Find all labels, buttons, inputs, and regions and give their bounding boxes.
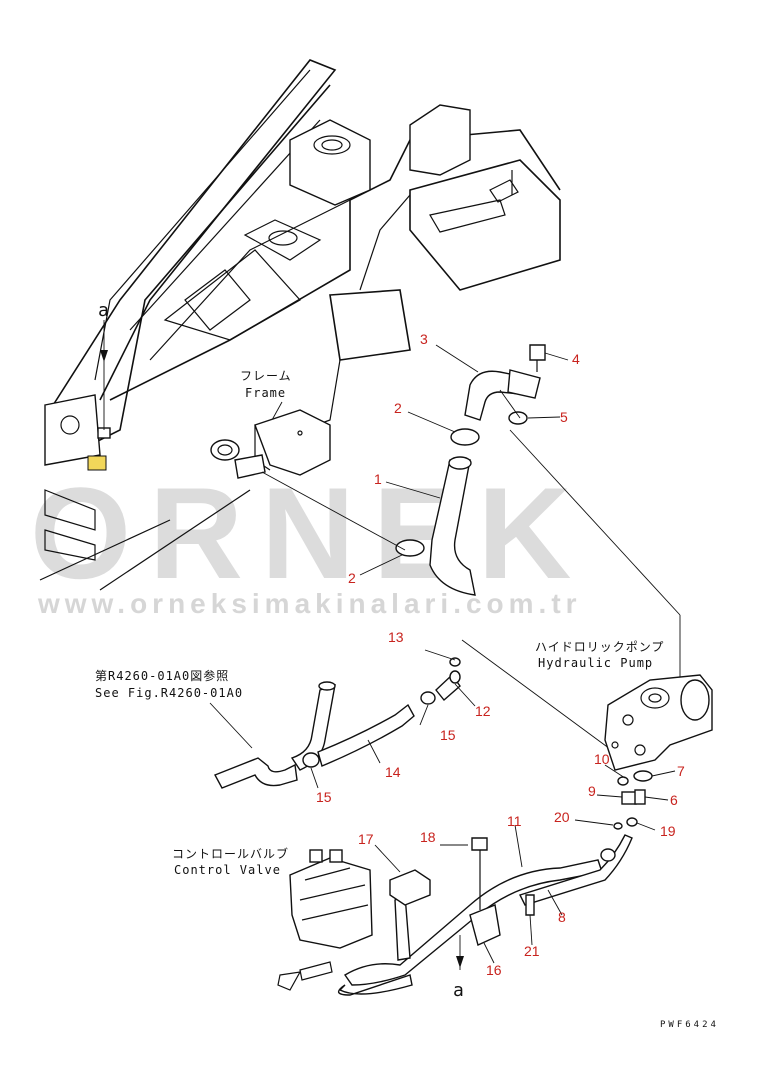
callout-1: 1 <box>374 471 382 487</box>
callout-14: 14 <box>385 764 401 780</box>
watermark-url: www.orneksimakinalari.com.tr <box>37 588 582 619</box>
frame-label: フレーム Frame <box>240 369 292 421</box>
callout-16: 16 <box>486 962 502 978</box>
callout-15-left: 15 <box>316 789 332 805</box>
valve-label-jp: コントロールバルブ <box>172 846 289 861</box>
hose-bracket <box>210 409 331 479</box>
callout-17: 17 <box>358 831 374 847</box>
callout-20: 20 <box>554 809 570 825</box>
pipe-3-assembly <box>464 344 546 425</box>
hose-clamps <box>389 837 535 946</box>
callout-numbers: 3 4 2 5 1 2 13 12 15 14 15 10 7 9 6 20 1… <box>316 331 685 978</box>
callout-2-lower: 2 <box>348 570 356 586</box>
callout-10: 10 <box>594 751 610 767</box>
view-a-bottom-marker: a <box>453 935 465 1001</box>
frame-label-en: Frame <box>245 386 286 400</box>
callout-8: 8 <box>558 909 566 925</box>
callout-7: 7 <box>677 763 685 779</box>
callout-2-upper: 2 <box>394 400 402 416</box>
callout-4: 4 <box>572 351 580 367</box>
hose-11-assembly <box>277 834 633 996</box>
routing-lines <box>261 429 681 761</box>
callout-leaders <box>310 344 676 964</box>
callout-15-right: 15 <box>440 727 456 743</box>
see-fig-jp: 第R4260-01A0図参照 <box>95 668 229 683</box>
hydraulic-pump: ハイドロリックポンプ Hydraulic Pump <box>535 640 713 771</box>
callout-6: 6 <box>670 792 678 808</box>
callout-5: 5 <box>560 409 568 425</box>
watermark: ORNEK www.orneksimakinalari.com.tr <box>30 460 589 619</box>
clip-marker <box>87 455 107 471</box>
callout-12: 12 <box>475 703 491 719</box>
pump-label-en: Hydraulic Pump <box>538 656 653 670</box>
valve-label-en: Control Valve <box>174 863 281 877</box>
callout-19: 19 <box>660 823 676 839</box>
callout-11: 11 <box>507 813 522 829</box>
callout-3: 3 <box>420 331 428 347</box>
frame-assembly <box>39 59 561 591</box>
hose-14-assembly <box>302 657 461 768</box>
pump-label-jp: ハイドロリックポンプ <box>535 640 664 654</box>
frame-label-jp: フレーム <box>240 369 292 383</box>
view-a-top-marker: a <box>98 300 110 430</box>
callout-13: 13 <box>388 629 404 645</box>
pump-fittings <box>613 770 653 830</box>
hose-1-assembly <box>395 428 480 596</box>
callout-9: 9 <box>588 783 596 799</box>
see-fig-en: See Fig.R4260-01A0 <box>95 686 243 700</box>
view-a-bottom-label: a <box>453 980 465 1001</box>
watermark-brand: ORNEK <box>30 460 589 606</box>
drawing-code: PWF6424 <box>660 1020 719 1030</box>
view-a-top-label: a <box>98 300 110 321</box>
see-fig-label: 第R4260-01A0図参照 See Fig.R4260-01A0 <box>95 668 256 752</box>
control-valve: コントロールバルブ Control Valve <box>172 846 373 949</box>
suction-pipe <box>214 681 336 789</box>
callout-21: 21 <box>524 943 540 959</box>
callout-18: 18 <box>420 829 436 845</box>
